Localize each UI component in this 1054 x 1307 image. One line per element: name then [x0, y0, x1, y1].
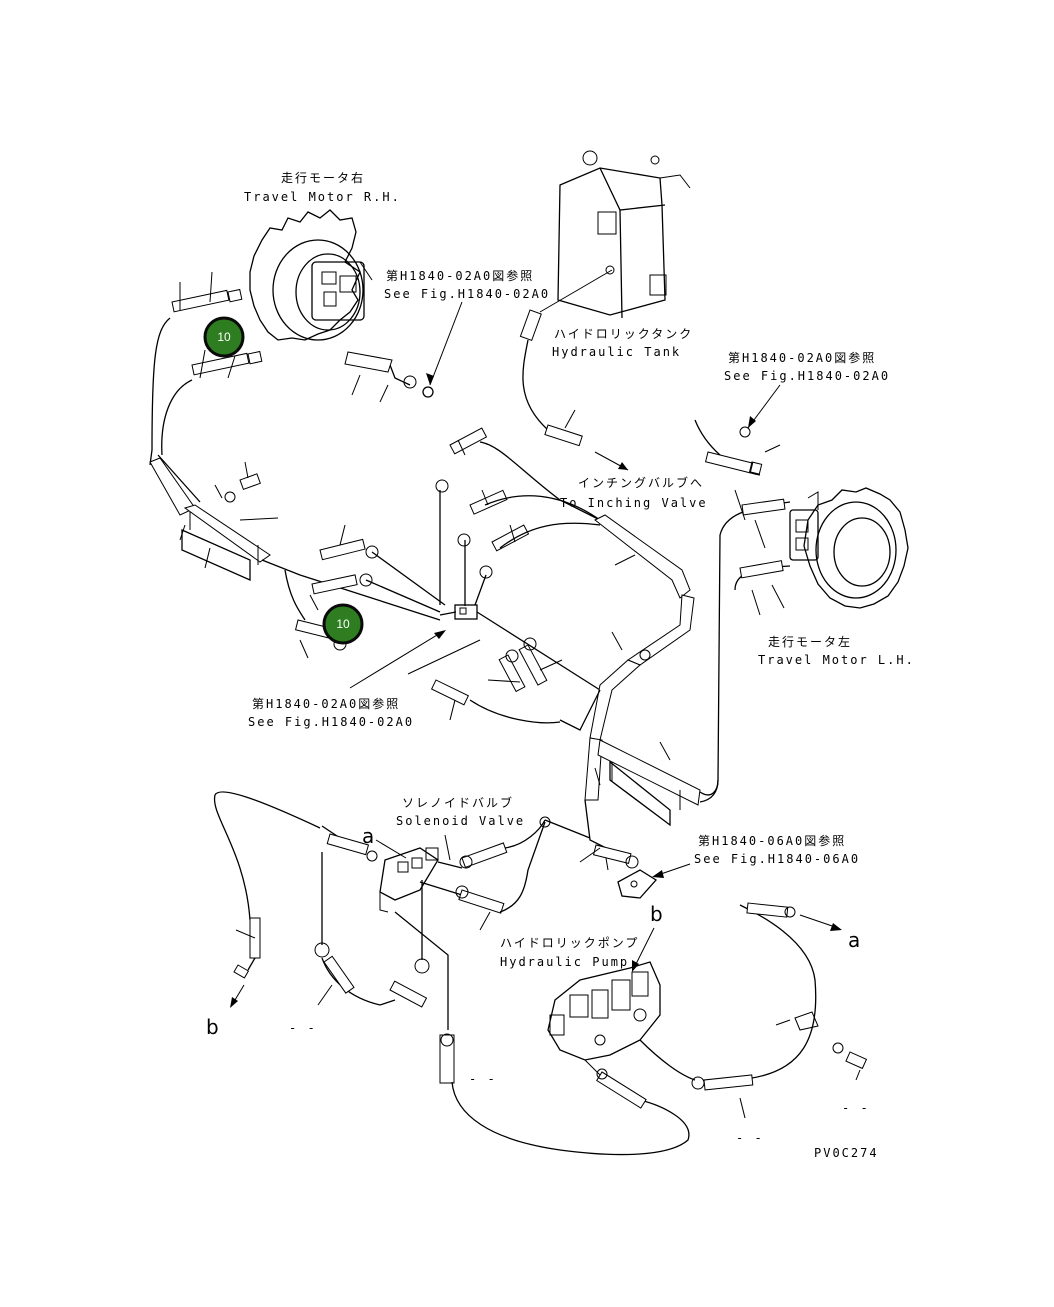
- pump-fitting: [579, 844, 657, 899]
- see-fig-4-arrowhead: [652, 870, 664, 878]
- hydraulic-pump-jp-label: ハイドロリックポンプ: [500, 936, 639, 950]
- see-fig-1-jp-label: 第H1840-02A0図参照: [386, 268, 534, 283]
- hydraulic-pump: [547, 961, 661, 1109]
- callout-dash-2: - -: [469, 1072, 497, 1086]
- see-fig-2-jp-label: 第H1840-02A0図参照: [728, 350, 876, 365]
- see-fig-2-arrowhead: [748, 416, 756, 428]
- inching-valve-en-label: To Inching Valve: [560, 496, 708, 510]
- tank-return-hose: [544, 424, 583, 447]
- travel-motor-rh-en-label: Travel Motor R.H.: [244, 190, 401, 204]
- hydraulic-tank: [557, 150, 691, 319]
- marker-a-right: a: [848, 928, 860, 952]
- tank-return-line: [522, 339, 549, 431]
- marker-b-pump: b: [650, 902, 663, 926]
- item-badge-2[interactable]: 10: [322, 603, 364, 645]
- tank-hose-fitting: [519, 309, 542, 342]
- tank-return-leader: [564, 409, 576, 429]
- inching-arrowhead: [618, 462, 628, 470]
- item-badge-2-circle: [322, 603, 364, 645]
- hydraulic-tank-en-label: Hydraulic Tank: [552, 345, 681, 359]
- callout-dash-3: - -: [842, 1101, 870, 1115]
- see-fig-4-en-label: See Fig.H1840-06A0: [694, 852, 860, 866]
- hydraulic-tank-jp-label: ハイドロリックタンク: [554, 327, 693, 341]
- item-badge-2-label: 10: [336, 617, 350, 631]
- solenoid-valve-en-label: Solenoid Valve: [396, 814, 525, 828]
- drawing-code: PV0C274: [814, 1146, 879, 1160]
- item-badge-1[interactable]: 10: [203, 316, 245, 358]
- marker-a-solenoid-leader: [375, 839, 407, 859]
- hydraulic-pump-en-label: Hydraulic Pump: [500, 955, 629, 969]
- travel-motor-lh: [789, 487, 909, 609]
- marker-b-left: b: [206, 1015, 219, 1039]
- item-badge-1-label: 10: [217, 330, 231, 344]
- see-fig-3-jp-label: 第H1840-02A0図参照: [252, 696, 400, 711]
- inching-valve-jp-label: インチングバルブへ: [578, 475, 704, 490]
- see-fig-3-en-label: See Fig.H1840-02A0: [248, 715, 414, 729]
- main-piping: [149, 427, 719, 1008]
- bolt-2: [739, 426, 751, 438]
- travel-motor-rh-jp-label: 走行モータ右: [281, 170, 365, 185]
- pump-return-line: [639, 902, 868, 1119]
- tank-outlet-line: [539, 269, 613, 313]
- travel-motor-lh-en-label: Travel Motor L.H.: [758, 653, 915, 667]
- travel-motor-rh: [249, 209, 373, 341]
- see-fig-4-jp-label: 第H1840-06A0図参照: [698, 833, 846, 848]
- marker-b-pump-arrowhead: [632, 960, 639, 972]
- solenoid-valve-jp-label: ソレノイドバルブ: [402, 795, 514, 810]
- marker-a-solenoid: a: [362, 824, 374, 848]
- solenoid-lower-lines: [314, 852, 690, 1156]
- see-fig-1-en-label: See Fig.H1840-02A0: [384, 287, 550, 301]
- see-fig-1-leader: [429, 301, 463, 386]
- travel-motor-lh-jp-label: 走行モータ左: [768, 634, 852, 649]
- callout-dash-4: - -: [736, 1131, 764, 1145]
- lh-motor-hoses: [694, 419, 791, 803]
- marker-b-pump-leader: [633, 927, 655, 969]
- callout-dash-1: - -: [289, 1021, 317, 1035]
- item-badge-1-circle: [203, 316, 245, 358]
- bolt-1: [422, 386, 434, 398]
- rh-motor-hoses: [149, 271, 417, 466]
- solenoid-valve: [321, 816, 591, 931]
- see-fig-1-arrowhead: [426, 373, 434, 385]
- see-fig-2-en-label: See Fig.H1840-02A0: [724, 369, 890, 383]
